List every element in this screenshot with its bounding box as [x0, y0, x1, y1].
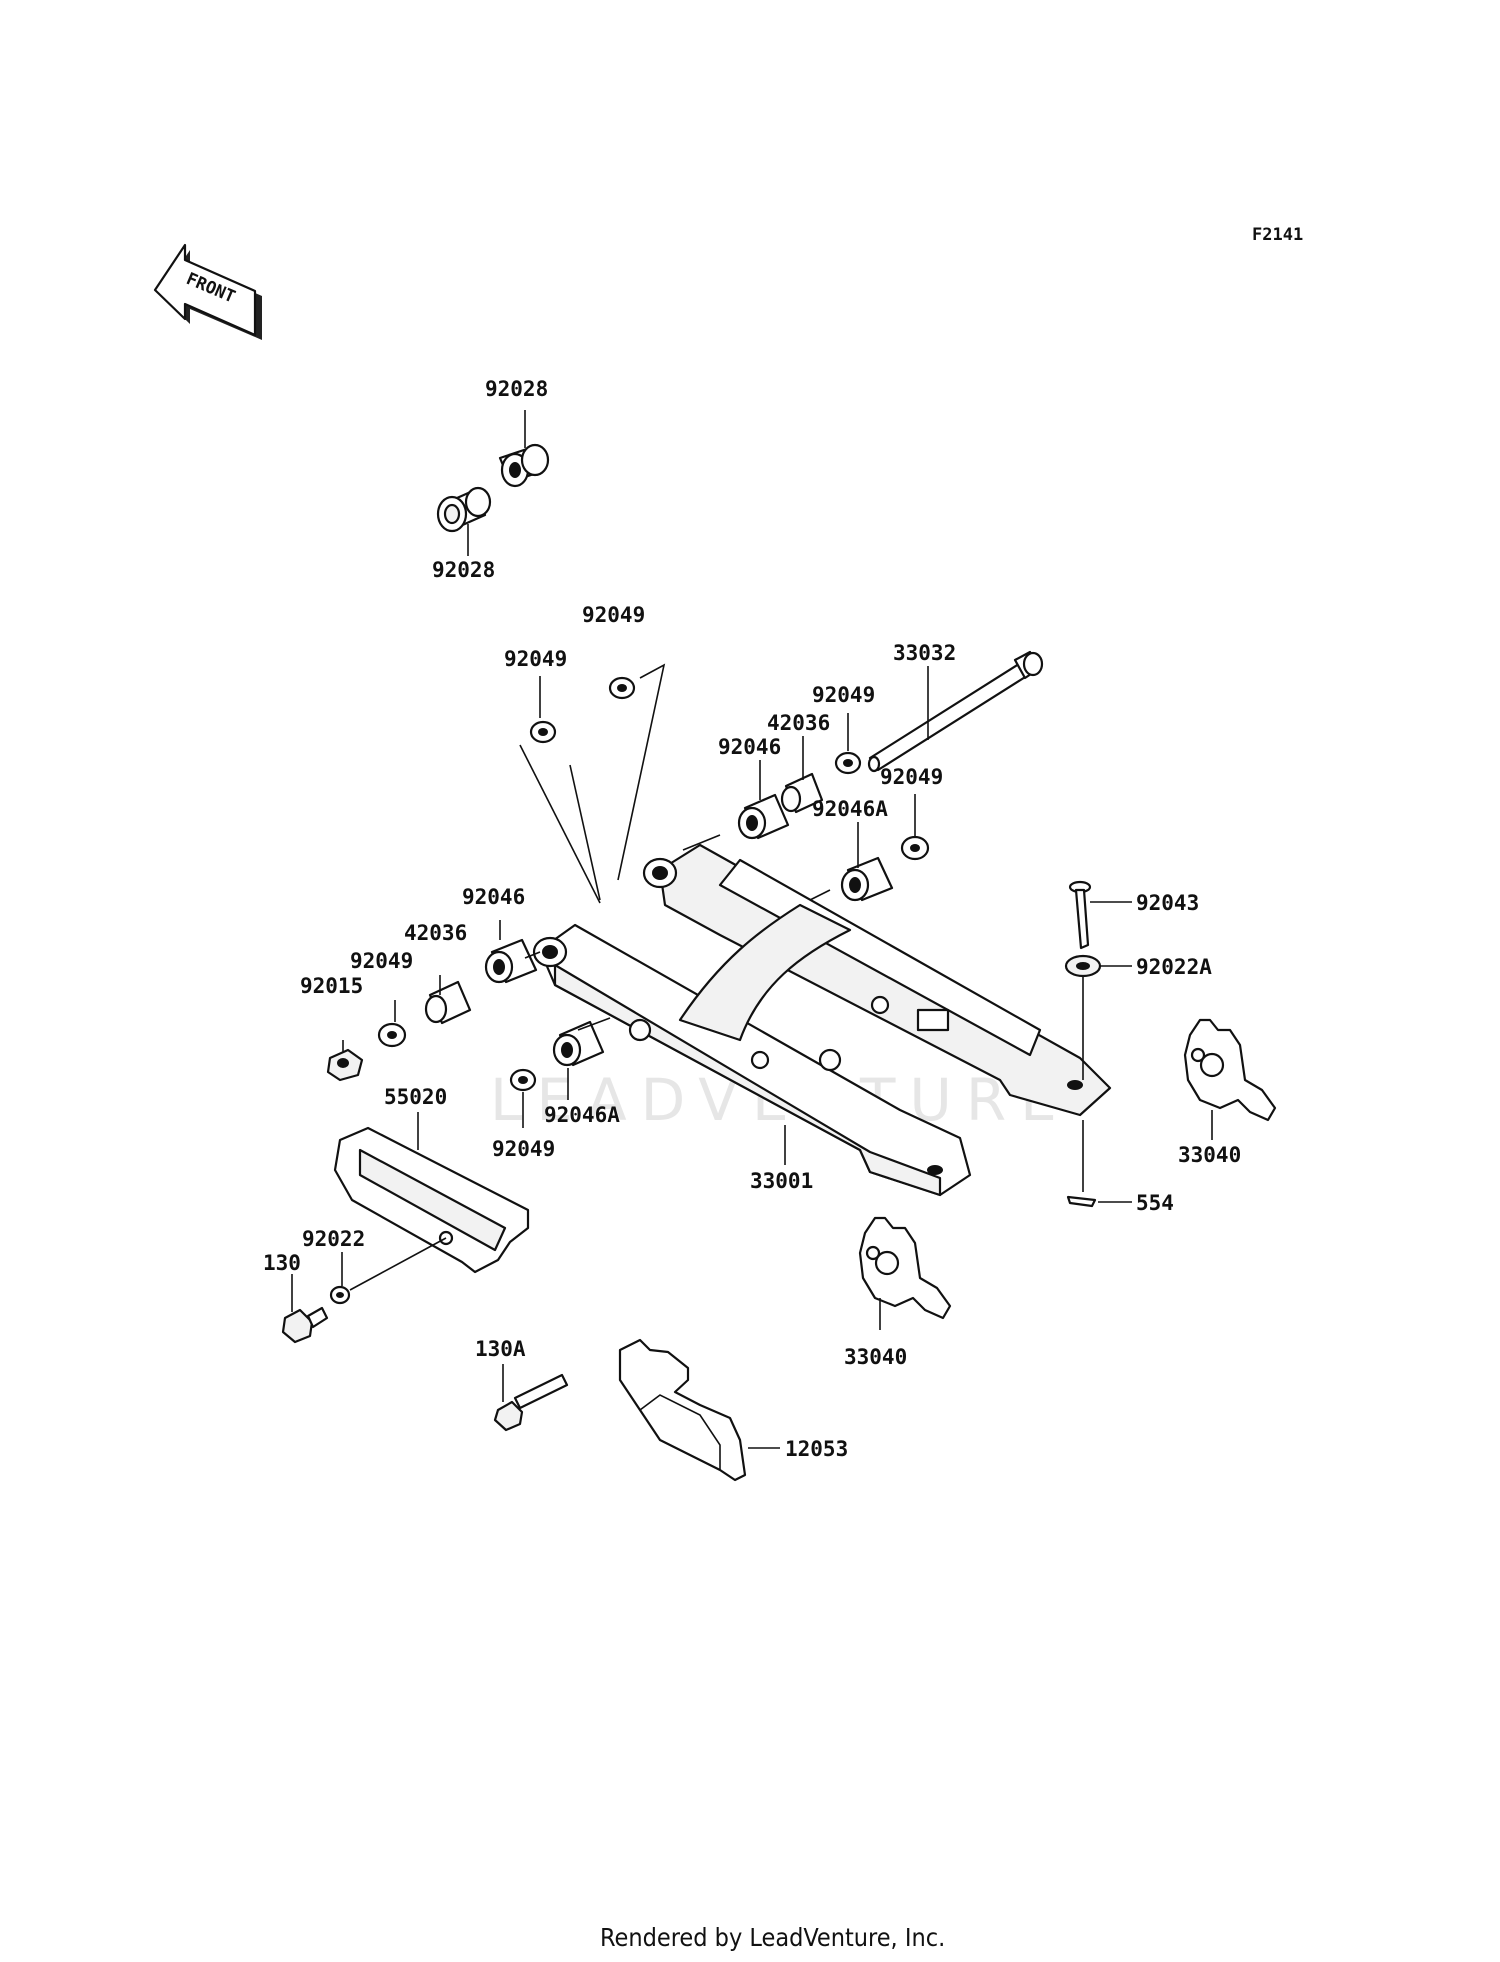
callout-92022a: 92022A	[1136, 955, 1212, 979]
callout-42036-upper: 42036	[767, 711, 830, 735]
callout-92049-lower-left: 92049	[350, 949, 413, 973]
chain-guide-12053	[618, 1338, 747, 1482]
chain-slider-55020	[333, 1126, 530, 1274]
callout-92028-lower: 92028	[432, 558, 495, 582]
washer-92022a	[1064, 954, 1102, 978]
washer-92049-a	[529, 720, 557, 744]
callout-130: 130	[263, 1251, 301, 1275]
bearing-92046a-lower	[552, 1020, 605, 1067]
callout-92049-top: 92049	[582, 603, 645, 627]
bushing-92028-upper	[498, 443, 550, 488]
callout-92046a-upper: 92046A	[812, 797, 888, 821]
chain-adjuster-33040-right	[1183, 1018, 1277, 1122]
bolt-130	[281, 1306, 329, 1344]
callout-12053: 12053	[785, 1437, 848, 1461]
callout-33040-left: 33040	[844, 1345, 907, 1369]
washer-92049-f	[509, 1068, 537, 1092]
callout-92049-left: 92049	[504, 647, 567, 671]
washer-92022	[329, 1285, 351, 1305]
pivot-shaft-33032	[867, 650, 1044, 773]
bolt-130a	[493, 1373, 569, 1432]
callout-92049-mid: 92049	[812, 683, 875, 707]
callout-92046a-lower: 92046A	[544, 1103, 620, 1127]
callout-92043: 92043	[1136, 891, 1199, 915]
callout-554: 554	[1136, 1191, 1174, 1215]
bearing-92046a-upper	[840, 856, 894, 902]
leader-lines	[291, 410, 1213, 1449]
chain-adjuster-33040-left	[858, 1216, 952, 1320]
diagram-ref: F2141	[1252, 225, 1303, 245]
callout-92046-lower: 92046	[462, 885, 525, 909]
pin-92043	[1068, 880, 1092, 950]
callout-92046-upper: 92046	[718, 735, 781, 759]
callout-33032: 33032	[893, 641, 956, 665]
collar-42036-lower	[424, 980, 472, 1025]
collar-42036-upper	[780, 772, 824, 814]
nut-92015	[326, 1048, 364, 1082]
washer-92049-e	[377, 1022, 407, 1048]
callout-92049-bottom: 92049	[492, 1137, 555, 1161]
callout-92049-right: 92049	[880, 765, 943, 789]
front-arrow-icon: FRONT	[153, 243, 262, 340]
cotter-pin-554	[1066, 1195, 1097, 1208]
footer-credit: Rendered by LeadVenture, Inc.	[600, 1923, 945, 1952]
washer-92049-c	[834, 751, 862, 775]
callout-33001: 33001	[750, 1169, 813, 1193]
callout-92015: 92015	[300, 974, 363, 998]
callout-130a: 130A	[475, 1337, 526, 1361]
callout-42036-lower: 42036	[404, 921, 467, 945]
callout-labels: 92028 92028 92049 92049 33032 92049 4203…	[263, 377, 1241, 1461]
callout-92028-top: 92028	[485, 377, 548, 401]
bearing-92046-lower	[484, 938, 538, 984]
bearing-92046-upper	[737, 793, 790, 840]
washer-92049-d	[900, 835, 930, 861]
bushing-92028-lower	[436, 486, 492, 533]
callout-92022: 92022	[302, 1227, 365, 1251]
washer-92049-b	[608, 676, 636, 700]
callout-55020: 55020	[384, 1085, 447, 1109]
swingarm-33001	[532, 843, 1112, 1197]
callout-33040-right: 33040	[1178, 1143, 1241, 1167]
